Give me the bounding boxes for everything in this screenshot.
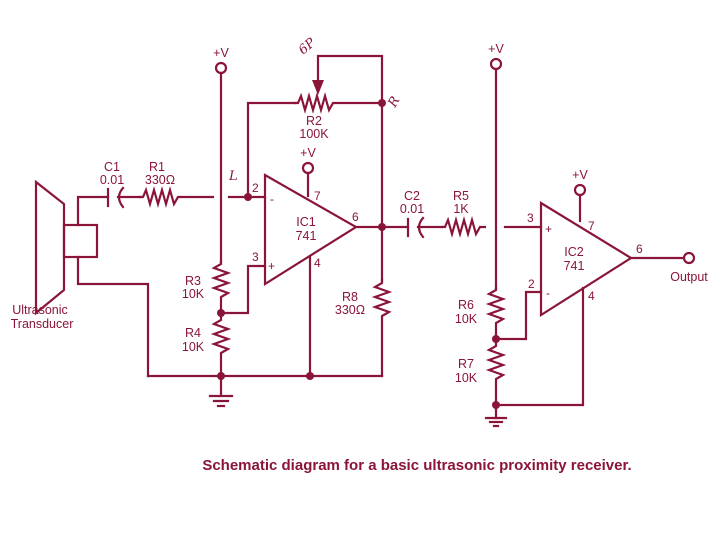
supply-label-4: +V [572,168,588,182]
r3-name: R3 [185,274,201,288]
ic1-minus-sign: - [270,192,274,206]
opamp-ic1-icon [263,173,359,286]
ic2-part: 741 [564,259,585,273]
ic1-part: 741 [296,229,317,243]
r1-name: R1 [149,160,165,174]
r4-name: R4 [185,326,201,340]
c2-name: C2 [404,189,420,203]
opamp-ic2-icon [539,201,634,317]
r3-value: 10K [182,287,205,301]
r6-name: R6 [458,298,474,312]
ground-icon-2 [484,403,508,428]
transducer-label-1: Ultrasonic [12,303,68,317]
ic1-pin-2: 2 [252,181,259,195]
ground-icon-1 [208,374,234,408]
supply-label-2: +V [300,146,316,160]
wire-ic2-inv [494,290,543,341]
c1-name: C1 [104,160,120,174]
ic1-pin-6: 6 [352,210,359,224]
resistor-r7-icon [485,337,507,407]
r5-name: R5 [453,189,469,203]
r7-name: R7 [458,357,474,371]
ic1-pin-7: 7 [314,189,321,203]
r1-value: 330Ω [145,173,175,187]
diagram-caption: Schematic diagram for a basic ultrasonic… [202,457,631,474]
ic1-plus-sign: + [268,259,275,273]
capacitor-c1-icon [106,186,142,209]
ic2-name: IC2 [564,245,584,259]
output-label: Output [670,270,708,284]
wire-transducer-ground [76,255,150,378]
ic2-pin-3: 3 [527,211,534,225]
junction [378,223,386,231]
potentiometer-wiper-icon [312,54,384,105]
resistor-r8-icon [371,278,393,378]
ic1-pin-3: 3 [252,250,259,264]
r6-value: 10K [455,312,478,326]
resistor-r3-icon [210,260,232,315]
capacitor-c2-icon [406,216,444,239]
wire-ic1-noninv [219,264,267,315]
resistor-r6-icon [485,286,507,341]
wire-feedback-left [246,101,297,199]
supply-label-3: +V [488,42,504,56]
resistor-r2-icon [293,91,384,115]
r8-value: 330Ω [335,303,365,317]
output-terminal [682,251,696,265]
c1-value: 0.01 [100,173,124,187]
r5-value: 1K [453,202,469,216]
resistor-r1-icon [138,185,215,209]
handwritten-input-note: L [228,169,238,184]
supply-terminal-2 [301,161,315,175]
r2-name: R2 [306,114,322,128]
transducer-label-2: Transducer [11,317,74,331]
handwritten-wiper-note: 6P [296,35,319,58]
r2-value: 100K [299,127,329,141]
wire-transducer-c1 [76,195,110,227]
wire-ic2-gnd [494,286,585,407]
supply-label-1: +V [213,46,229,60]
supply-terminal-4 [573,183,587,197]
ic2-pin-7: 7 [588,219,595,233]
supply-terminal-3 [489,57,503,71]
ic2-pin-2: 2 [528,277,535,291]
resistor-r5-icon [440,215,487,239]
ic2-pin-6: 6 [636,242,643,256]
ic2-pin-4: 4 [588,289,595,303]
c2-value: 0.01 [400,202,424,216]
ultrasonic-transducer-icon [34,179,99,316]
ic2-plus-sign: + [545,222,552,236]
r4-value: 10K [182,340,205,354]
r8-name: R8 [342,290,358,304]
ic2-minus-sign: - [546,286,550,300]
ic1-name: IC1 [296,215,316,229]
handwritten-node-note: R [385,94,403,111]
ic1-pin-4: 4 [314,256,321,270]
r7-value: 10K [455,371,478,385]
resistor-r4-icon [210,311,232,378]
supply-terminal-1 [214,61,228,75]
